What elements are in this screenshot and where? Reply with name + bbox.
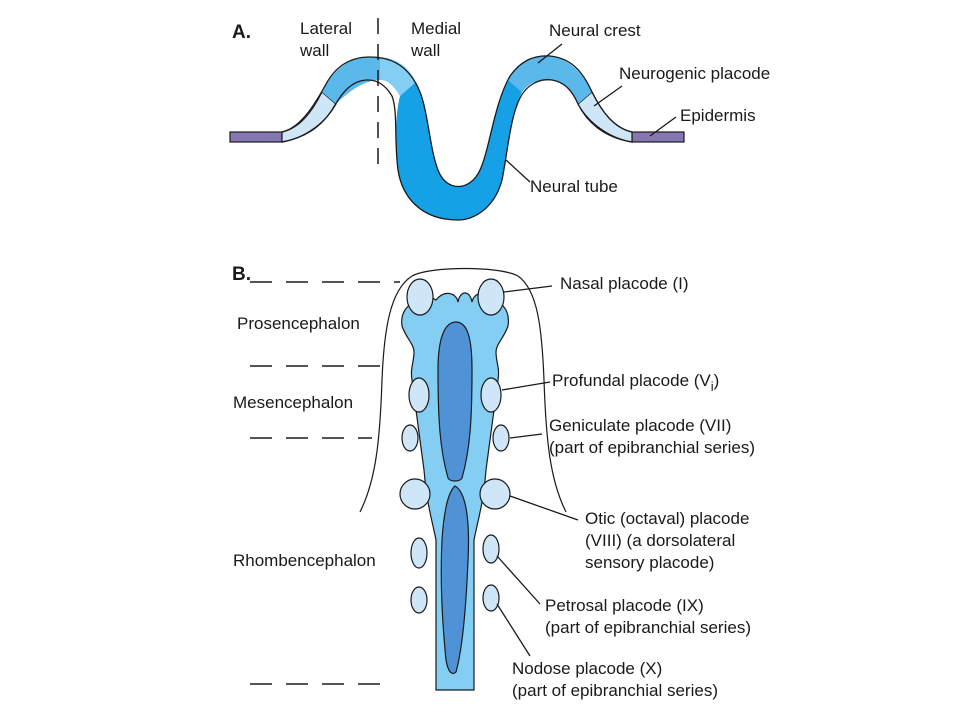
petrosal-placode-label: Petrosal placode (IX) (part of epibranch… (545, 596, 751, 637)
lateral-wall-label: Lateral wall (299, 19, 357, 60)
nodose-leader (496, 603, 531, 657)
petrosal-placode-right (482, 534, 500, 564)
neural-crest-label: Neural crest (549, 21, 641, 40)
nasal-leader (503, 285, 553, 293)
otic-placode-label-line2: (VIII) (a dorsolateral (585, 531, 735, 550)
otic-placode-label: Otic (octaval) placode (VIII) (a dorsola… (585, 509, 754, 572)
embryo-outline (359, 267, 567, 513)
profundal-placode-label-main: Profundal placode (V (552, 371, 711, 390)
lateral-wall-label-line2: wall (299, 41, 329, 60)
profundal-placode-label-close: ) (714, 371, 720, 390)
neural-tube-label: Neural tube (530, 177, 618, 196)
geniculate-placode-left (401, 424, 419, 452)
geniculate-placode-label: Geniculate placode (VII) (part of epibra… (549, 416, 755, 457)
epidermis-label: Epidermis (680, 106, 756, 125)
neurogenic-placode-left (281, 91, 337, 143)
otic-placode-label-line1: Otic (octaval) placode (585, 509, 749, 528)
epidermis-right (631, 131, 685, 143)
rhombencephalon-label: Rhombencephalon (233, 551, 376, 570)
panel-a-letter: A. (232, 22, 251, 43)
otic-leader (509, 495, 579, 521)
nodose-placode-label: Nodose placode (X) (part of epibranchial… (512, 659, 718, 700)
neural-tube-body (395, 80, 522, 220)
petrosal-placode-label-line1: Petrosal placode (IX) (545, 596, 704, 615)
neural-groove-lower (440, 485, 470, 675)
neural-crest-left (322, 57, 380, 104)
otic-placode-right (479, 478, 511, 510)
geniculate-placode-right (492, 424, 510, 452)
panel-b-letter: B. (232, 264, 251, 285)
profundal-placode-label-sub: i (711, 379, 714, 394)
geniculate-placode-label-line2: (part of epibranchial series) (549, 438, 755, 457)
prosencephalon-label: Prosencephalon (237, 314, 360, 333)
neurogenic-placode-leader (593, 85, 623, 107)
petrosal-placode-label-line2: (part of epibranchial series) (545, 618, 751, 637)
nodose-placode-label-line2: (part of epibranchial series) (512, 681, 718, 700)
epidermis-left (229, 131, 283, 143)
medial-wall-band (380, 57, 416, 96)
neural-plate-outline (281, 55, 633, 221)
panel-a: A. Lateral wall Medial wall Neural crest… (229, 18, 770, 221)
neural-tube-leader (505, 159, 531, 183)
nodose-placode-left (410, 586, 428, 614)
epidermis-leader (649, 116, 677, 137)
neurogenic-placode-label: Neurogenic placode (619, 64, 770, 83)
medial-wall-label: Medial wall (410, 19, 466, 60)
nodose-placode-label-line1: Nodose placode (X) (512, 659, 662, 678)
mesencephalon-label: Mesencephalon (233, 393, 353, 412)
petrosal-placode-left (410, 537, 428, 569)
nasal-placode-right (477, 278, 505, 316)
neural-crest-right (508, 55, 592, 104)
placodes (399, 278, 511, 614)
profundal-leader (501, 381, 551, 391)
otic-placode-left (399, 478, 431, 510)
medial-wall-label-line2: wall (410, 41, 440, 60)
profundal-placode-right (480, 377, 502, 413)
medial-wall-label-line1: Medial (411, 19, 461, 38)
geniculate-leader (509, 433, 543, 439)
geniculate-placode-label-line1: Geniculate placode (VII) (549, 416, 731, 435)
nasal-placode-label: Nasal placode (I) (560, 274, 689, 293)
profundal-placode-left (408, 377, 430, 413)
nasal-placode-left (406, 278, 434, 316)
petrosal-leader (496, 555, 541, 605)
panel-b: B. Prosencephalon Mesencephalon Rhombenc… (232, 264, 755, 700)
otic-placode-label-line3: sensory placode) (585, 553, 714, 572)
neural-groove-upper (437, 321, 473, 482)
profundal-placode-label: Profundal placode (Vi) (552, 371, 719, 394)
lateral-wall-label-line1: Lateral (300, 19, 352, 38)
nodose-placode-right (482, 584, 500, 612)
neural-crest-leader (537, 43, 563, 64)
